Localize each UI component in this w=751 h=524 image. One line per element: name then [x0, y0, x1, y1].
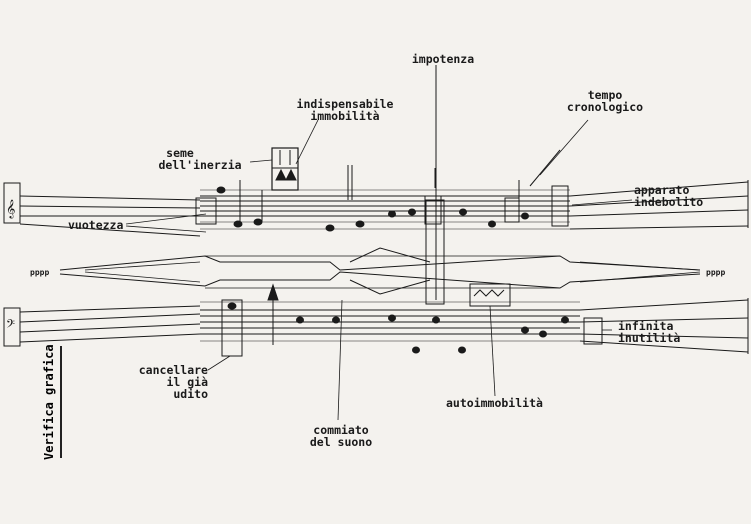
label-del-suono: del suono	[309, 435, 373, 449]
label-apparato: apparato	[634, 183, 690, 197]
label-udito: udito	[173, 387, 208, 401]
label-immobilita: immobilità	[310, 109, 380, 123]
left-treble-stub: 𝄞	[3, 182, 201, 237]
label-autoimmobilita: autoimmobilità	[446, 396, 543, 410]
side-rule	[60, 346, 62, 458]
svg-text:𝄢: 𝄢	[6, 318, 15, 334]
label-cronologico: cronologico	[566, 100, 644, 114]
label-vuotezza: vuotezza	[68, 218, 124, 232]
label-il-gia: il già	[166, 375, 208, 389]
label-indebolito: indebolito	[634, 195, 704, 209]
right-treble-stub	[569, 180, 749, 230]
label-commiato: commiato	[313, 423, 369, 437]
svg-text:𝄞: 𝄞	[6, 199, 15, 219]
seme-box	[271, 147, 299, 191]
left-bass-stub: 𝄢	[3, 305, 201, 347]
lower-staff	[200, 301, 580, 342]
upper-notes	[195, 149, 569, 232]
label-pppp-right: pppp	[706, 268, 726, 277]
label-inutilita: inutilità	[618, 331, 681, 345]
label-pppp-left: pppp	[30, 268, 50, 277]
right-bass-stub	[579, 298, 749, 354]
side-title: Verifica grafica	[42, 344, 56, 460]
label-tempo: tempo	[587, 88, 623, 102]
middle-band	[59, 247, 701, 295]
lower-notes	[221, 283, 603, 357]
leader-lines	[84, 119, 701, 421]
label-seme: seme	[166, 146, 194, 160]
label-indispensabile: indispensabile	[296, 97, 394, 111]
label-dell-inerzia: dell'inerzia	[158, 158, 242, 172]
label-impotenza: impotenza	[411, 52, 475, 66]
label-cancellare: cancellare	[138, 363, 208, 377]
impotenza-bar	[425, 65, 445, 305]
label-infinita: infinita	[618, 319, 674, 333]
